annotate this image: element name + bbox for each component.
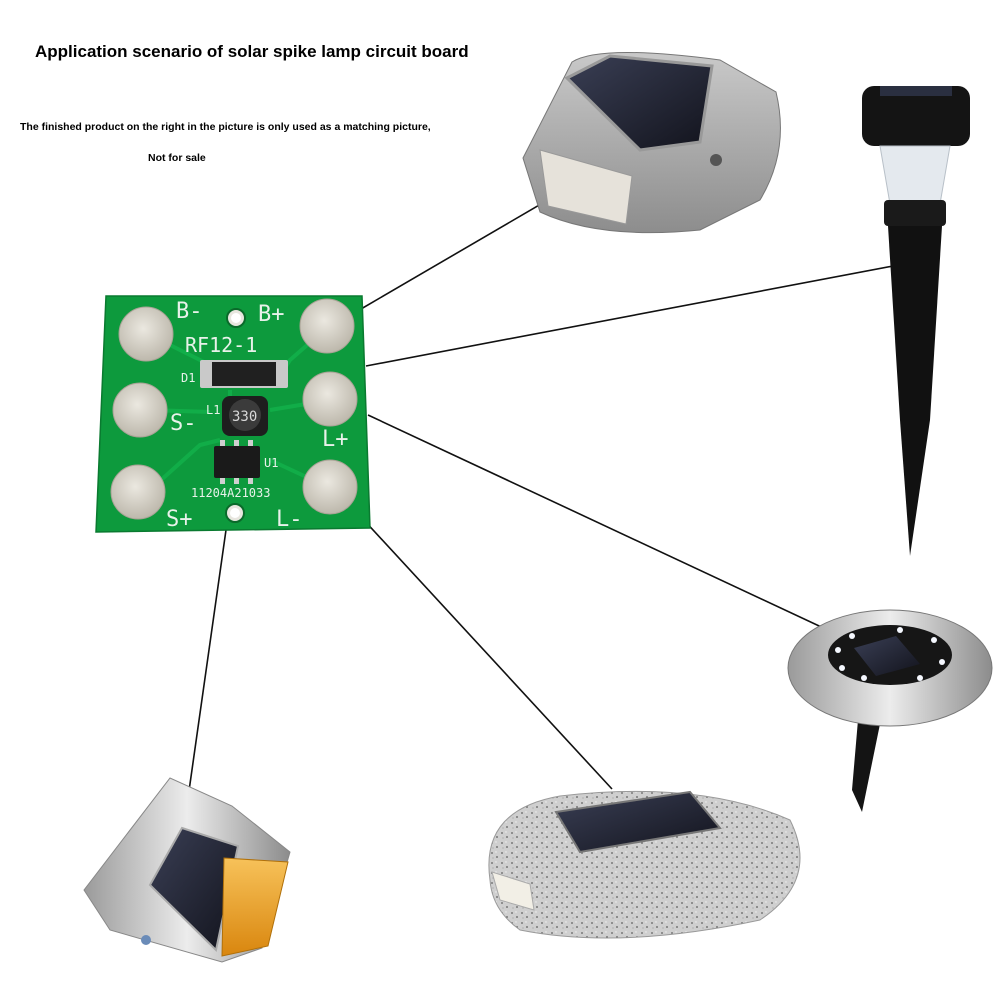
stake-garden-light-icon bbox=[862, 86, 970, 556]
page-title: Application scenario of solar spike lamp… bbox=[35, 42, 469, 61]
solder-pad-l-minus bbox=[302, 459, 358, 515]
disclaimer-line-1: The finished product on the right in the… bbox=[20, 121, 431, 133]
inductor-component bbox=[222, 396, 268, 436]
inground-disc-light-icon bbox=[787, 609, 993, 812]
label-model: RF12-1 bbox=[185, 333, 257, 357]
ic-chip bbox=[214, 440, 260, 484]
label-inductor-value: 330 bbox=[232, 409, 257, 425]
connector-line-stake-light bbox=[365, 265, 894, 367]
label-d1: D1 bbox=[181, 371, 195, 385]
solder-pad-s-minus bbox=[112, 382, 168, 438]
label-s-plus: S+ bbox=[166, 507, 193, 532]
label-serial: 11204A21033 bbox=[191, 486, 270, 500]
stone-garden-light-icon bbox=[488, 790, 801, 939]
solder-pad-b-plus bbox=[299, 298, 355, 354]
connector-line-disc-light bbox=[367, 414, 833, 633]
label-l1: L1 bbox=[206, 403, 220, 417]
connector-line-aluminum-stud bbox=[186, 529, 227, 806]
label-s-minus: S- bbox=[170, 411, 197, 436]
solder-pad-b-minus bbox=[118, 306, 174, 362]
connector-line-road-stud bbox=[360, 189, 566, 310]
connector-line-stone-light bbox=[349, 504, 613, 790]
label-l-plus: L+ bbox=[322, 427, 349, 452]
label-l-minus: L- bbox=[276, 507, 303, 532]
disclaimer-line-2: Not for sale bbox=[148, 152, 206, 164]
road-stud-light-icon bbox=[522, 51, 781, 234]
diode-component bbox=[200, 360, 288, 388]
label-u1: U1 bbox=[264, 456, 278, 470]
connector-lines bbox=[186, 189, 894, 806]
label-b-plus: B+ bbox=[258, 302, 285, 327]
solder-pad-l-plus bbox=[302, 371, 358, 427]
label-b-minus: B- bbox=[176, 299, 203, 324]
circuit-board: B- B+ RF12-1 D1 L1 330 S- L+ U1 11204A21… bbox=[95, 295, 371, 533]
aluminum-road-stud-icon bbox=[83, 777, 291, 963]
solder-pad-s-plus bbox=[110, 464, 166, 520]
